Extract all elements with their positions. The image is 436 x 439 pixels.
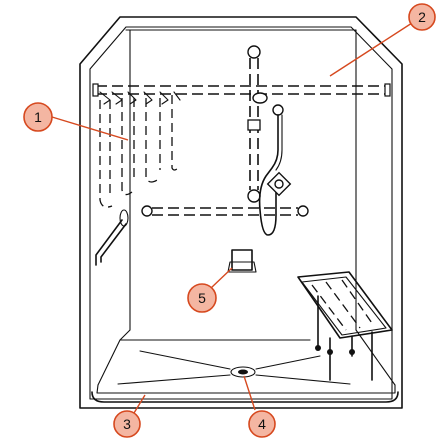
callout-3-circle	[113, 410, 141, 438]
grab-bar-side	[95, 209, 129, 266]
callout-5: 5	[187, 267, 233, 313]
floor-drain	[117, 350, 351, 385]
grab-bar-back-lower	[141, 205, 309, 217]
shower-curtain	[99, 91, 181, 208]
shower-enclosure	[79, 16, 403, 409]
callout-3: 3	[113, 394, 146, 438]
soap-dish	[227, 249, 257, 273]
callout-4-label: 4	[258, 416, 266, 432]
fold-down-seat	[297, 271, 393, 381]
callout-2-label: 2	[418, 9, 426, 25]
hand-shower-slide-bar	[247, 45, 284, 236]
callout-4-circle	[248, 410, 276, 438]
callout-5-label: 5	[198, 290, 206, 306]
grab-bar-back-upper	[92, 83, 391, 97]
callout-1-circle	[23, 102, 53, 132]
callout-1-label: 1	[34, 109, 42, 125]
callout-4: 4	[243, 375, 276, 438]
callout-5-circle	[187, 283, 217, 313]
callout-3-label: 3	[123, 416, 131, 432]
shower-valve	[266, 171, 292, 197]
callout-2: 2	[329, 3, 436, 77]
callout-2-circle	[408, 3, 436, 31]
callout-1: 1	[23, 102, 129, 141]
